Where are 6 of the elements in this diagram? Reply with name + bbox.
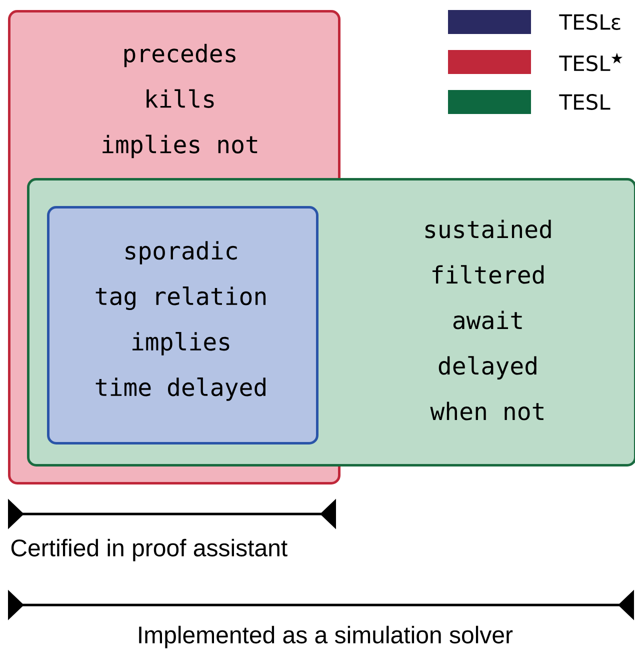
legend-label: TESL$^{★}$	[559, 52, 623, 72]
dimension-label: Implemented as a simulation solver	[139, 626, 513, 648]
dimension-label: Certified in proof assistant	[11, 538, 288, 562]
legend-label: TESL	[559, 94, 610, 110]
keyword-box: sporadic tag relation implies time delayed	[47, 206, 318, 444]
legend-label: TESLε	[559, 14, 620, 30]
